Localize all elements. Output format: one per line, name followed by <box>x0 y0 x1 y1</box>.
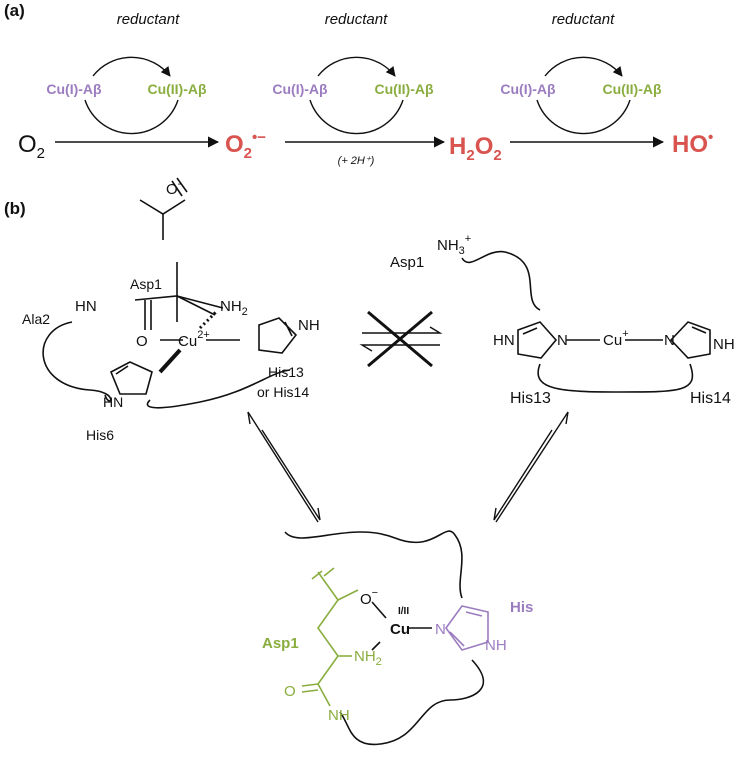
peptide-chain-ala <box>42 321 112 402</box>
cycle-arc-bottom <box>536 99 631 135</box>
amide-carbonyl <box>144 300 152 330</box>
carboxyl-o <box>337 589 359 601</box>
o-cu-coord <box>371 601 387 619</box>
asp-backbone <box>317 571 339 685</box>
his-hn-label: HN <box>103 394 123 410</box>
cycle-arrow-top <box>317 56 396 77</box>
peptide-chain-top <box>284 530 463 599</box>
asp1-label: Asp1 <box>130 276 162 292</box>
asp1-label: Asp1 <box>390 254 424 271</box>
nh3-label: NH3+ <box>437 233 471 257</box>
redox-cycle-2: reductant Cu(I)-Aβ Cu(II)-Aβ <box>272 11 434 135</box>
cu-label: Cu <box>390 621 410 638</box>
hydroxyl-species: HO• <box>672 129 713 158</box>
o-minus-label: O- <box>166 178 182 198</box>
nh2-bond <box>176 295 224 309</box>
his13-label: His13 <box>268 364 304 380</box>
his14-label: His14 <box>690 390 731 407</box>
o-label: O <box>136 333 148 350</box>
asp1-label: Asp1 <box>262 635 299 652</box>
his-n-label: N <box>435 621 446 638</box>
n2-label: N <box>664 332 675 349</box>
peptide-chain-bottom <box>339 659 485 746</box>
hn-label: HN <box>493 332 515 349</box>
crossed-equilibrium <box>359 310 443 368</box>
his-label: His <box>510 599 533 616</box>
nh-label: NH <box>713 336 735 353</box>
imidazole-ring-2 <box>669 321 711 359</box>
his6-label: His6 <box>86 427 114 443</box>
cu2-abeta-label: Cu(II)-Aβ <box>147 81 207 97</box>
cu-oxidation-label: I/II <box>398 606 409 617</box>
carboxyl-double <box>311 567 335 580</box>
cu-nh2-coord <box>371 641 381 651</box>
cu1-abeta-label: Cu(I)-Aβ <box>500 81 556 97</box>
cu2-complex-structure <box>42 177 298 409</box>
n1-label: N <box>557 332 568 349</box>
cycle-arrow-top <box>544 56 623 77</box>
his-nh-label: NH <box>485 637 507 654</box>
cu1-complex-structure <box>461 250 711 393</box>
proton-note: (+ 2H⁺) <box>338 155 375 167</box>
ala2-label: Ala2 <box>22 311 50 327</box>
mixed-complex-structure <box>284 530 489 746</box>
cu2-abeta-label: Cu(II)-Aβ <box>602 81 662 97</box>
cycle-arrow-top <box>92 56 171 77</box>
o2-species: O2 <box>18 131 45 162</box>
nh2-label: NH2 <box>220 298 248 318</box>
cu2-label: Cu2+ <box>178 329 210 350</box>
redox-cycle-3: reductant Cu(I)-Aβ Cu(II)-Aβ <box>500 11 662 135</box>
amide-o-label: O <box>284 683 296 700</box>
imidazole-ring-his <box>445 605 489 651</box>
peptide-chain-his <box>146 369 291 409</box>
wedge-bond <box>158 348 182 374</box>
acetate-bond <box>139 199 186 215</box>
peptide-chain-his <box>537 363 694 393</box>
panel-b-label: (b) <box>4 199 26 218</box>
his13-label: His13 <box>510 390 551 407</box>
carbonyl-bond <box>176 177 188 193</box>
imidazole-ring-1 <box>517 321 558 359</box>
equilibrium-arrow-left <box>247 411 321 523</box>
redox-cycle-1: reductant Cu(I)-Aβ Cu(II)-Aβ <box>46 11 207 135</box>
reductant-label: reductant <box>552 11 615 28</box>
cycle-arc-bottom <box>84 99 179 135</box>
imidazole-ring-1 <box>258 317 298 354</box>
amide-nh-label: NH <box>328 707 350 724</box>
cross-mark <box>367 310 433 368</box>
carbonyl-bond <box>171 180 183 197</box>
imidazole-ring-2 <box>109 361 153 395</box>
peptide-chain-asp <box>461 250 541 311</box>
backbone-bond <box>134 295 216 316</box>
amide-n <box>317 683 331 707</box>
cu1-abeta-label: Cu(I)-Aβ <box>272 81 328 97</box>
or-his14-label: or His14 <box>257 384 309 400</box>
cu2-abeta-label: Cu(II)-Aβ <box>374 81 434 97</box>
equilibrium-arrow-right <box>493 411 569 523</box>
cu1-label: Cu+ <box>603 328 629 349</box>
reductant-label: reductant <box>117 11 180 28</box>
panel-a-label: (a) <box>4 1 25 20</box>
cycle-arc-bottom <box>309 99 404 135</box>
cu1-abeta-label: Cu(I)-Aβ <box>46 81 102 97</box>
carboxylate-o-label: O− <box>360 587 378 608</box>
superoxide-species: O2•− <box>225 129 266 162</box>
h2o2-species: H2O2 <box>449 133 502 164</box>
nh2-label: NH2 <box>354 648 382 668</box>
hn-label: HN <box>75 298 97 315</box>
amide-carbonyl <box>301 683 319 693</box>
hash-bond <box>198 310 218 330</box>
nh-label: NH <box>298 317 320 334</box>
reductant-label: reductant <box>325 11 388 28</box>
